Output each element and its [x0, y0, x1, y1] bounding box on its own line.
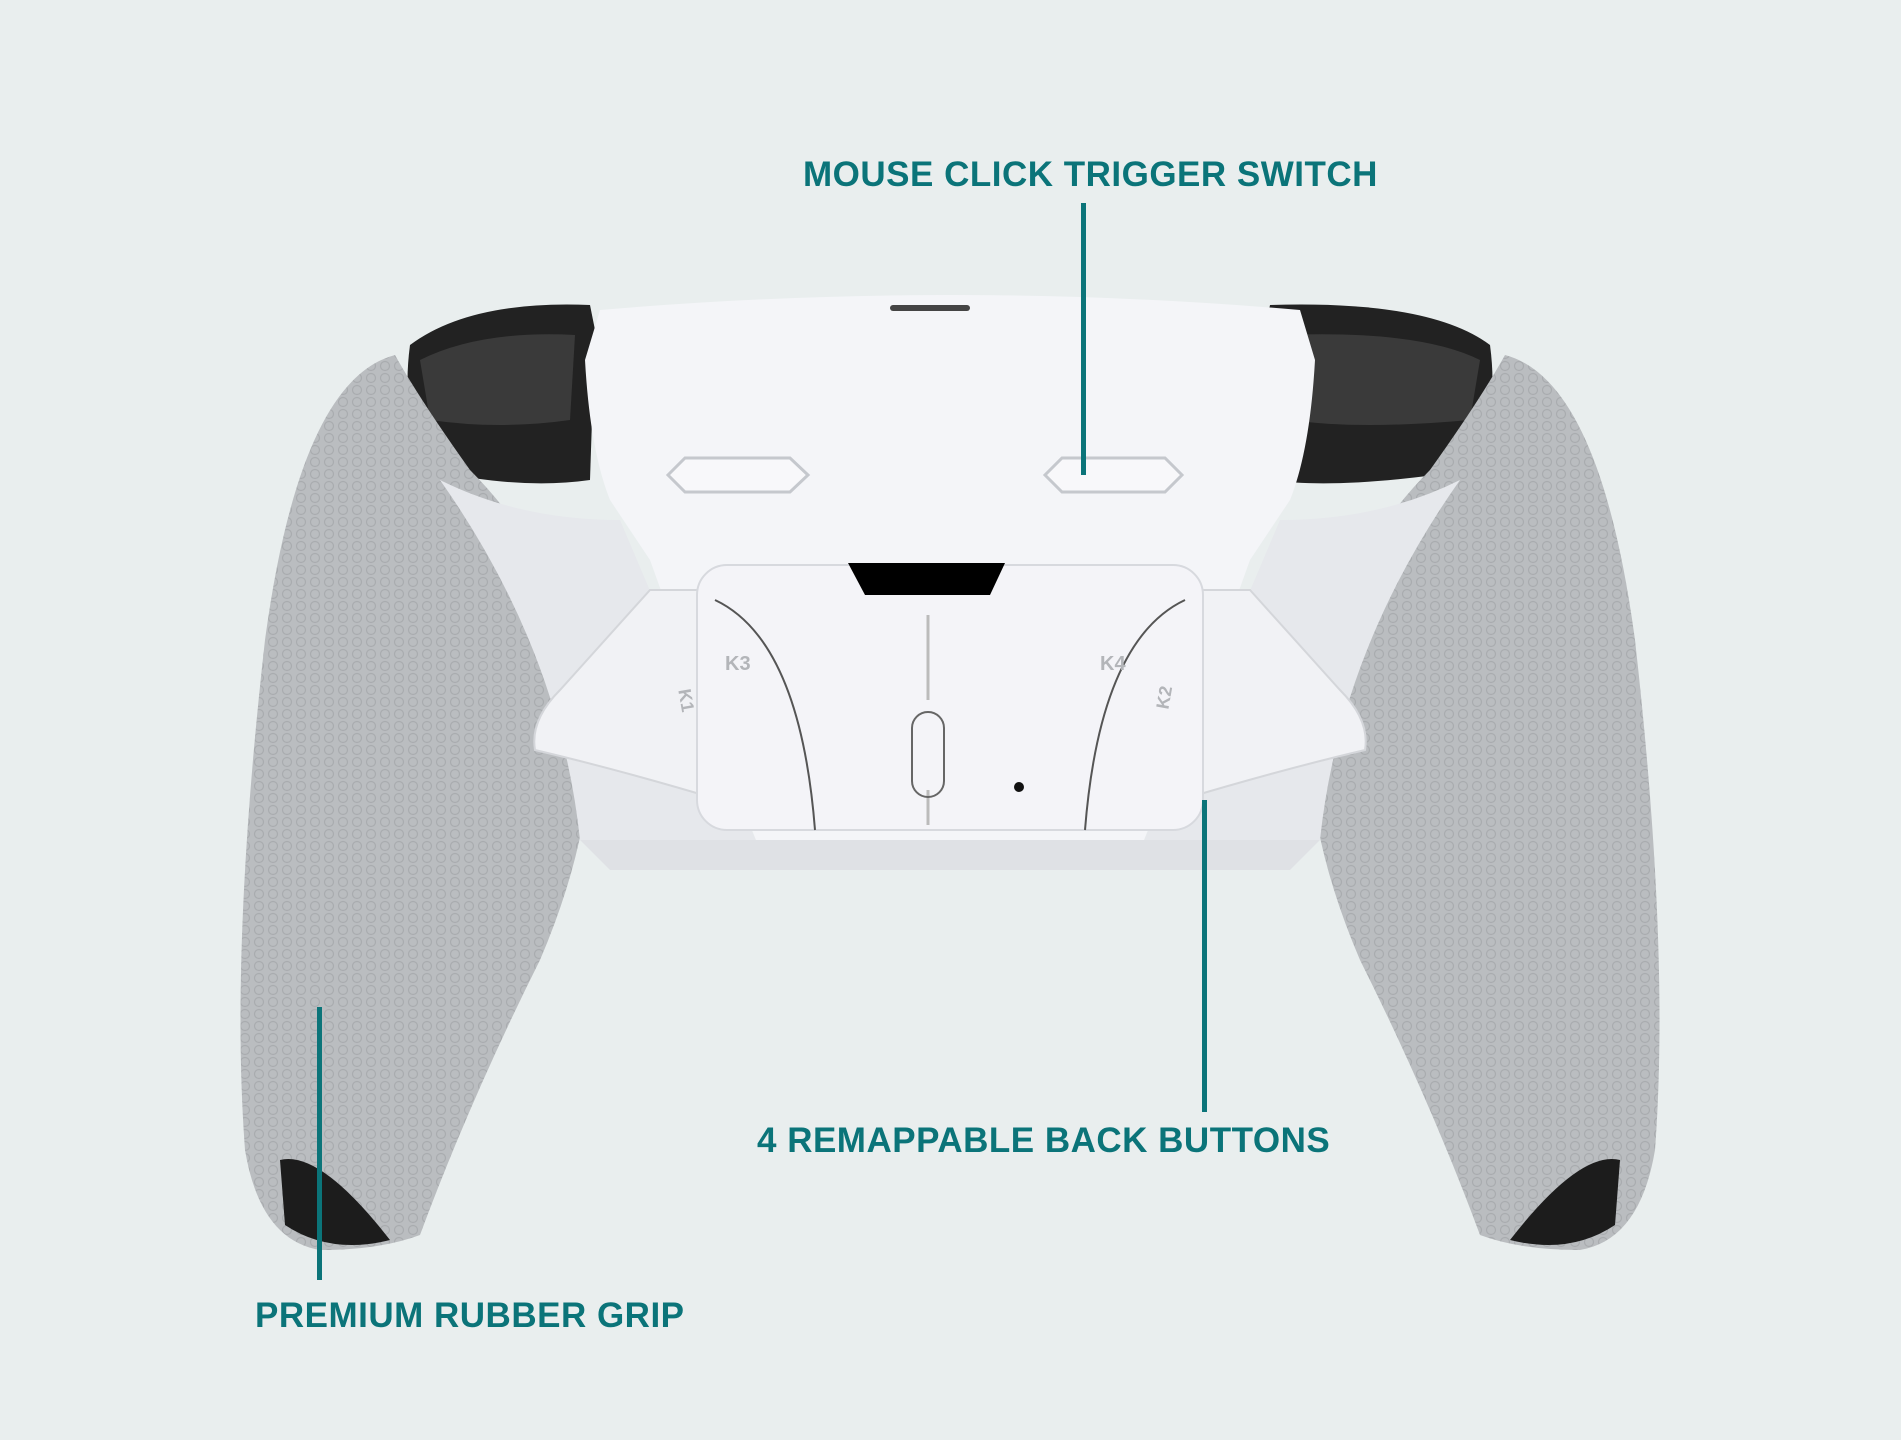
label-k1: K1: [674, 687, 698, 713]
leader-line-trigger-switch: [1081, 203, 1086, 475]
profile-switch: [911, 711, 945, 798]
label-k4: K4: [1100, 653, 1126, 675]
callout-back-buttons: 4 REMAPPABLE BACK BUTTONS: [757, 1121, 1331, 1160]
left-trigger: [407, 304, 595, 484]
label-k3: K3: [725, 653, 751, 675]
back-paddle-right: [1178, 589, 1367, 802]
callout-trigger-switch: MOUSE CLICK TRIGGER SWITCH: [803, 155, 1378, 194]
callout-rubber-grip: PREMIUM RUBBER GRIP: [255, 1296, 685, 1335]
right-trigger: [1265, 304, 1493, 484]
label-k2: K2: [1153, 684, 1177, 710]
back-paddle-left: [533, 589, 722, 802]
left-trigger-switch: [665, 456, 811, 494]
leader-line-back-buttons: [1202, 800, 1207, 1112]
back-paddle-module: [696, 564, 1204, 831]
leader-line-rubber-grip: [317, 1007, 322, 1280]
left-rubber-grip: [240, 355, 592, 1250]
right-trigger-switch: [1042, 456, 1185, 494]
right-rubber-grip: [1308, 355, 1660, 1250]
indicator-led: [1014, 782, 1024, 792]
